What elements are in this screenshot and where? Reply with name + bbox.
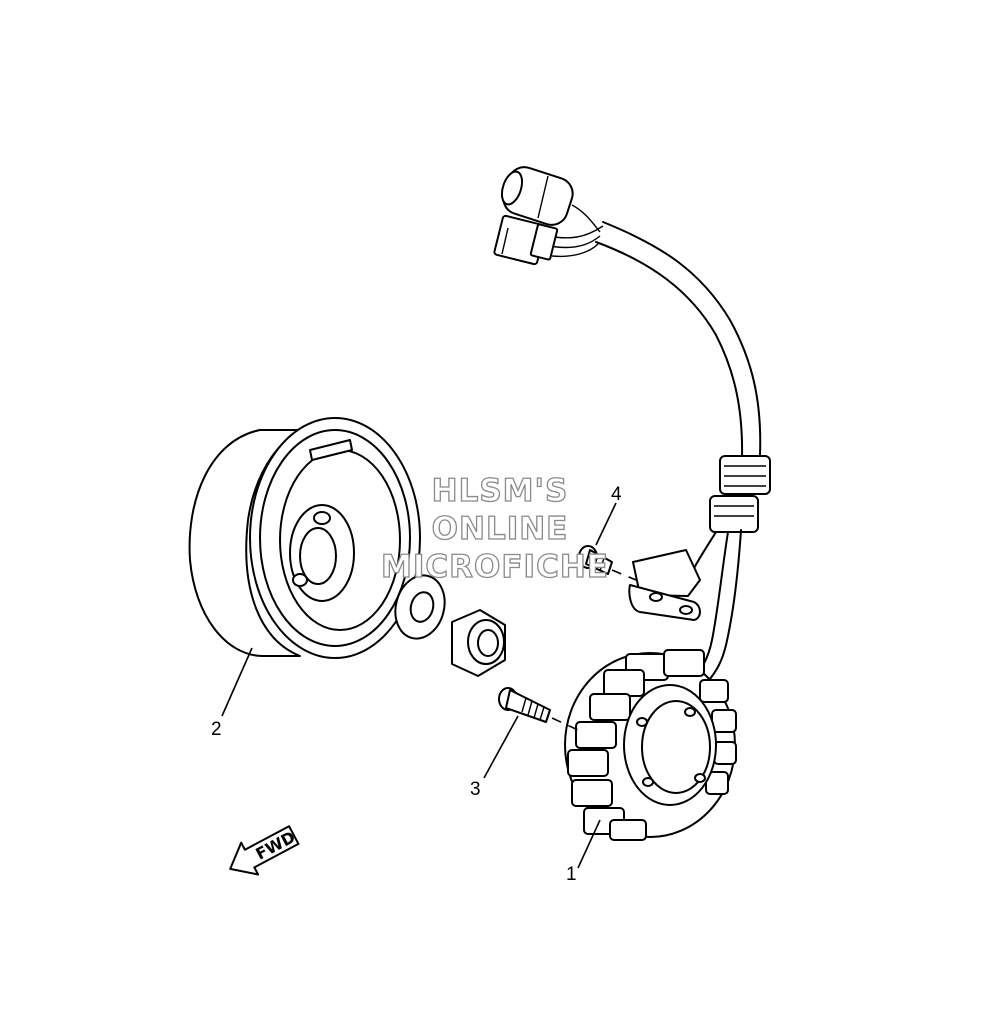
callout-4: 4 [611,484,622,505]
flywheel-rotor [188,417,421,659]
stator-coil [564,649,737,841]
stator-screw [498,687,579,731]
washer [394,574,446,640]
watermark-line-2: ONLINE [432,511,569,547]
leader-line-3 [483,715,519,779]
fwd-arrow-icon: FWD [229,825,300,876]
pickup-screw [578,545,637,581]
watermark: HLSM'S ONLINE MICROFICHE [380,472,609,585]
callout-1: 1 [566,864,577,885]
callout-3: 3 [470,779,481,800]
callout-2: 2 [211,719,222,740]
nut [451,609,506,677]
leader-line-2 [221,647,253,717]
leader-line-1 [577,819,601,869]
leader-line-4 [595,502,617,546]
pickup-coil [628,549,701,621]
watermark-line-3: MICROFICHE [381,549,609,585]
square-connector [493,214,559,266]
watermark-line-1: HLSM'S [432,473,569,509]
round-connector [500,166,574,226]
wire-harness [547,204,771,685]
